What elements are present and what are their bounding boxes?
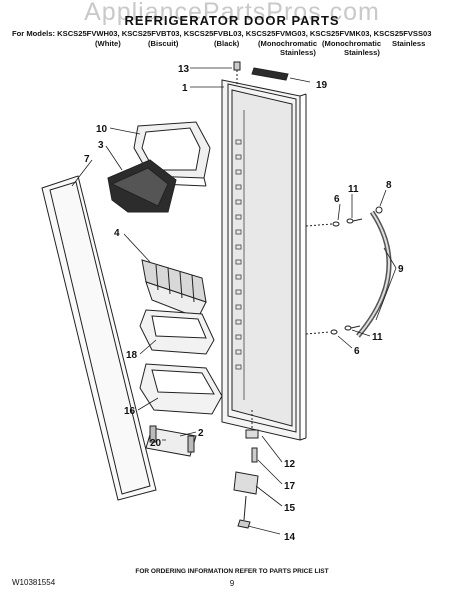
callout-11: 11 <box>372 332 383 343</box>
callout-16: 16 <box>124 406 136 417</box>
callout-6: 6 <box>334 194 340 205</box>
callout-20: 20 <box>150 438 162 449</box>
top-hinge-parts <box>233 61 289 86</box>
color-label: Stainless <box>392 39 426 48</box>
callout-11: 11 <box>348 184 359 195</box>
callout-14: 14 <box>284 532 296 543</box>
callout-7: 7 <box>84 154 90 165</box>
callout-18: 18 <box>126 350 138 361</box>
callout-8: 8 <box>386 180 392 191</box>
callout-19: 19 <box>316 80 328 91</box>
color-label: Stainless) <box>280 48 316 57</box>
color-label: (Monochromatic <box>322 39 382 48</box>
page-title: REFRIGERATOR DOOR PARTS <box>124 13 340 28</box>
callout-13: 13 <box>178 64 190 75</box>
handle-screws <box>305 218 363 335</box>
door-handle <box>356 206 392 338</box>
door-bin-large <box>139 363 223 415</box>
leader-lines <box>71 67 397 535</box>
callout-17: 17 <box>284 481 296 492</box>
callout-12: 12 <box>284 459 296 470</box>
ordering-note: FOR ORDERING INFORMATION REFER TO PARTS … <box>135 568 329 575</box>
callout-9: 9 <box>398 264 404 275</box>
door-bin-small <box>139 309 215 355</box>
color-label: (White) <box>95 39 121 48</box>
door-gasket <box>41 175 157 501</box>
callout-2: 2 <box>198 428 204 439</box>
callout-3: 3 <box>98 140 104 151</box>
color-label: Stainless) <box>344 48 380 57</box>
dairy-door <box>107 159 177 213</box>
color-label: (Biscuit) <box>148 39 179 48</box>
document-number: W10381554 <box>12 578 56 587</box>
callout-1: 1 <box>182 83 188 94</box>
callout-15: 15 <box>284 503 296 514</box>
page-number: 9 <box>229 579 235 588</box>
callout-10: 10 <box>96 124 108 135</box>
callout-4: 4 <box>114 228 120 239</box>
watermark: AppliancePartsPros.com <box>84 0 380 26</box>
color-label: (Black) <box>214 39 240 48</box>
bottom-hinge-parts <box>233 410 259 529</box>
models-line: For Models: KSCS25FVWH03, KSCS25FVBT03, … <box>12 29 432 38</box>
door-panel <box>221 79 307 441</box>
door-bin-ribbed <box>141 259 207 319</box>
color-label: (Monochromatic <box>258 39 318 48</box>
callout-6: 6 <box>354 346 360 357</box>
